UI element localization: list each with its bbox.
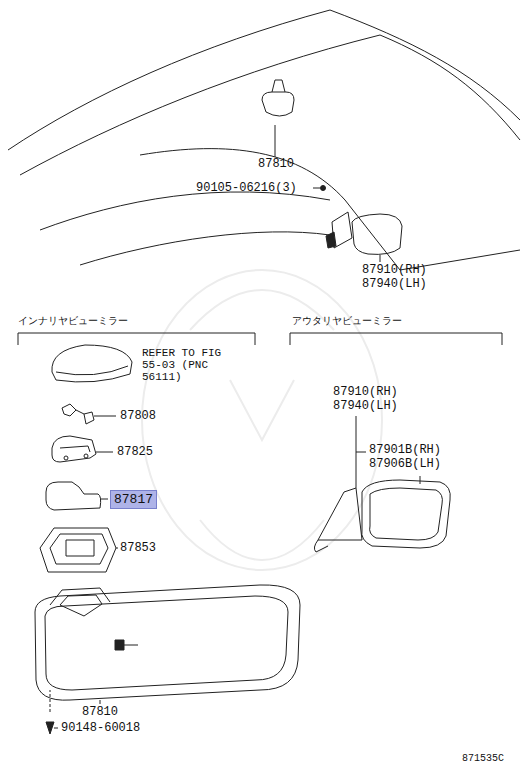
mirror-base <box>40 528 118 572</box>
mirror-cover <box>52 345 132 382</box>
outer-mirror <box>314 416 450 552</box>
highlighted-part: 87817 <box>110 490 157 509</box>
outer-mirror-top <box>326 212 402 262</box>
callout-number: 87853 <box>120 542 156 555</box>
bolt-number: 90105-06216(3) <box>196 182 297 195</box>
section-heading: インナリヤビューミラー <box>18 314 128 327</box>
pad <box>46 482 108 510</box>
figure-code: 871535C <box>462 752 504 765</box>
reference-note: REFER TO FIG 55-03 (PNC 56111) <box>142 347 222 383</box>
car-interior <box>8 10 520 270</box>
bolt-number: 90148-60018 <box>61 722 140 735</box>
section-bracket <box>18 333 502 345</box>
part-number: 87817 <box>114 492 153 507</box>
callout-number: 87810 <box>258 158 294 171</box>
callout-number: 87810 <box>82 706 118 719</box>
inner-mirror <box>35 585 300 734</box>
bracket <box>52 436 113 462</box>
callout-number: 87940(LH) <box>333 400 398 413</box>
callout-number: 87940(LH) <box>362 278 427 291</box>
callout-number: 87808 <box>120 410 156 423</box>
callout-number: 87825 <box>117 446 153 459</box>
callout-number: 87901B(RH) <box>369 444 441 457</box>
callout-number: 87910(RH) <box>333 386 398 399</box>
inner-mirror-top <box>262 80 326 191</box>
callout-number: 87906B(LH) <box>369 458 441 471</box>
clip <box>62 404 116 424</box>
callout-number: 87910(RH) <box>362 264 427 277</box>
section-heading: アウタリヤビューミラー <box>292 314 402 327</box>
